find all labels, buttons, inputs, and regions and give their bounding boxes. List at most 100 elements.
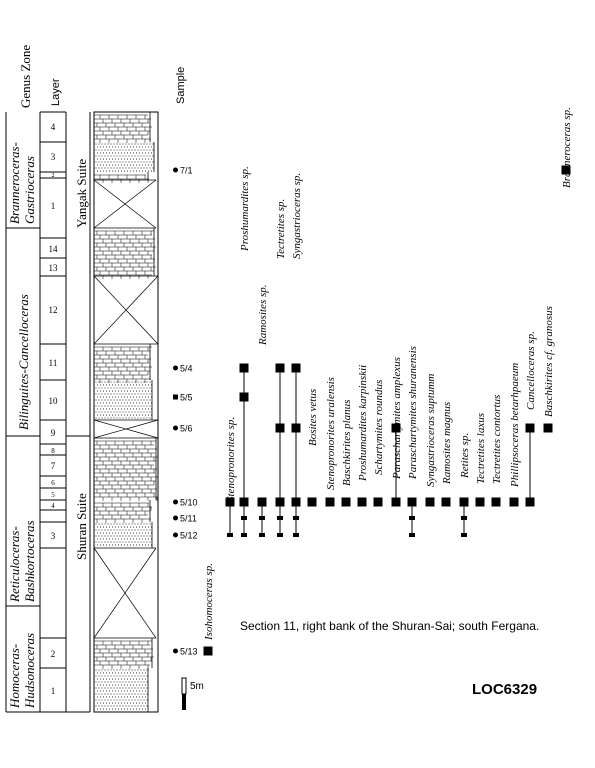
taxon-range: Bosites vetus xyxy=(307,389,319,507)
taxon-label: Syngastrioceras sp. xyxy=(291,173,303,259)
layer-number: 8 xyxy=(51,447,55,455)
layer-number: 11 xyxy=(49,358,58,368)
occurrence-marker xyxy=(373,497,383,507)
occurrence-marker xyxy=(293,516,299,520)
occurrence-marker xyxy=(509,497,519,507)
taxon-range: Tectretites laxus xyxy=(475,413,487,507)
sample-dot xyxy=(173,394,178,400)
taxon-label: Ramosites magnus xyxy=(441,402,453,485)
taxon-label: Proshumardites karpinskii xyxy=(357,365,369,482)
taxon-label: Phillipsoceras betarhpaeum xyxy=(509,363,521,488)
limestone-beds xyxy=(94,172,149,183)
taxa-range-chart: Isohomoceras sp. Stenopronorites sp. Prosh… xyxy=(203,107,573,656)
taxon-range: Ramosites magnus xyxy=(441,402,453,507)
occurrence-marker xyxy=(525,423,535,433)
layer-numbers: 4 3 2 1 14 13 12 11 10 9 8 7 6 5 4 3 2 1 xyxy=(49,122,59,696)
layer-number: 9 xyxy=(51,428,56,438)
occurrence-marker xyxy=(239,392,249,402)
sample-label: 7/1 xyxy=(180,166,193,176)
taxon-label: Schartymites roundus xyxy=(373,380,385,475)
suite-shuran: Shuran Suite xyxy=(74,493,89,560)
sample-dot xyxy=(173,532,178,538)
sample-dot xyxy=(173,648,178,654)
occurrence-marker xyxy=(241,516,247,520)
taxon-range: Paraschartymites shuranensis xyxy=(407,346,419,537)
sandstone-beds xyxy=(95,522,153,548)
locality-id: LOC6329 xyxy=(472,681,538,698)
sample-header: Sample xyxy=(175,67,187,104)
occurrence-marker xyxy=(277,516,283,520)
lithology-column xyxy=(93,111,159,713)
occurrence-marker xyxy=(409,516,415,520)
taxon-range: Cancelloceras sp. xyxy=(525,331,537,507)
layer-number: 2 xyxy=(52,173,55,179)
occurrence-marker xyxy=(425,497,435,507)
occurrence-marker xyxy=(203,646,213,656)
occurrence-marker xyxy=(307,497,317,507)
layer-number: 10 xyxy=(49,396,59,406)
layer-number: 12 xyxy=(49,305,58,315)
limestone-beds xyxy=(94,500,152,523)
occurrence-marker xyxy=(341,497,351,507)
taxon-label: Tectretites contortus xyxy=(491,395,503,484)
layer-number: 14 xyxy=(49,244,59,254)
sample-label: 5/4 xyxy=(180,364,193,374)
occurrence-marker xyxy=(543,423,553,433)
taxon-range: Stenopronorites uralensis xyxy=(325,377,337,507)
occurrence-marker xyxy=(325,497,335,507)
taxon-range: Ramosites sp. xyxy=(257,285,269,537)
zone-reticuloceras-line1: Reticuloceras- xyxy=(7,526,22,603)
taxon-range: Tectretites contortus xyxy=(491,395,503,507)
taxon-label: Tectretites laxus xyxy=(475,413,487,484)
zone-bilinguites: Bilinguites-Cancelloceras xyxy=(16,294,31,430)
sample-label: 5/10 xyxy=(180,498,198,508)
zone-reticuloceras-line2: Bashkortoceras xyxy=(22,520,37,602)
taxon-range: Isohomoceras sp. xyxy=(203,563,215,656)
sample-label: 5/12 xyxy=(180,531,198,541)
taxon-label: Retites sp. xyxy=(459,433,471,479)
taxon-range: Baschkirites planus xyxy=(341,400,353,507)
occurrence-marker xyxy=(459,497,469,507)
sample-label: 5/13 xyxy=(180,647,198,657)
layer-number: 3 xyxy=(51,531,56,541)
zone-homoceras-line2: Hudsonoceras xyxy=(22,633,37,709)
taxon-range: Schartymites roundus xyxy=(373,380,385,507)
taxon-label: Proshumardites sp. xyxy=(239,166,251,252)
occurrence-marker xyxy=(407,497,417,507)
taxon-label: Syngastrioceras suptumm xyxy=(425,374,437,487)
covered-interval xyxy=(93,275,159,345)
taxon-label: Stenopronorites uralensis xyxy=(325,377,337,490)
layer-number: 6 xyxy=(51,479,55,487)
limestone-beds xyxy=(94,112,152,143)
taxon-label: Stenopronorites sp. xyxy=(225,417,237,502)
taxon-label: Cancelloceras sp. xyxy=(525,331,537,410)
taxon-label: Paraschartymites amplexus xyxy=(391,357,403,480)
scale-label: 5m xyxy=(190,681,204,692)
taxon-range: Baschkirites cf. granosus xyxy=(543,306,555,433)
layer-number: 2 xyxy=(51,649,56,659)
taxon-label: Paraschartymites shuranensis xyxy=(407,346,419,480)
occurrence-marker xyxy=(227,533,233,537)
sample-dot xyxy=(173,167,178,173)
sandstone-beds xyxy=(95,142,155,172)
layer-number: 1 xyxy=(51,686,56,696)
taxon-label: Baschkirites cf. granosus xyxy=(543,306,555,417)
sample-dot xyxy=(173,365,178,371)
sample-label: 5/11 xyxy=(180,514,197,524)
taxon-label: Tectretites sp. xyxy=(275,199,287,259)
occurrence-marker xyxy=(461,516,467,520)
layer-header: Layer xyxy=(50,78,62,106)
taxon-range: Branneroceras sp. xyxy=(561,107,573,188)
taxon-label: Isohomoceras sp. xyxy=(203,563,215,641)
occurrence-marker xyxy=(275,497,285,507)
occurrence-marker xyxy=(441,497,451,507)
covered-interval xyxy=(93,179,157,229)
layer-number: 13 xyxy=(49,263,59,273)
layer-number: 4 xyxy=(51,122,56,132)
suite-yangak: Yangak Suite xyxy=(74,159,89,228)
occurrence-marker xyxy=(259,533,265,537)
layer-number: 7 xyxy=(51,461,56,471)
scale-bar: 5m xyxy=(181,677,204,710)
zone-branneroceras-line1: Branneroceras- xyxy=(7,142,22,224)
